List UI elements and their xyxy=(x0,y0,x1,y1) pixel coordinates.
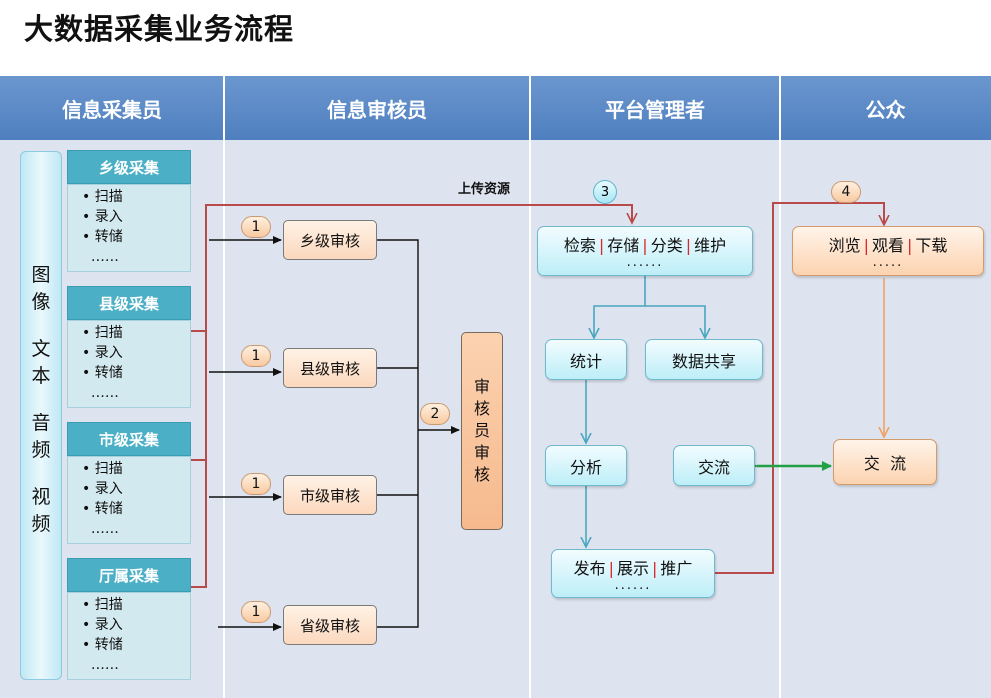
step-number-badge: 2 xyxy=(420,403,450,425)
collect-group-body: • 扫描 • 录入 • 转储 …… xyxy=(67,456,191,544)
collect-item: • 扫描 xyxy=(82,325,123,341)
media-char: 频 xyxy=(31,439,51,461)
collect-item: • 转储 xyxy=(82,501,123,517)
browse-box: 浏览|观看|下载 ..... xyxy=(792,226,984,276)
collect-item: • 转储 xyxy=(82,637,123,653)
review-box: 市级审核 xyxy=(283,475,377,515)
review-box: 省级审核 xyxy=(283,605,377,645)
review-box: 乡级审核 xyxy=(283,220,377,260)
data-share-box: 数据共享 xyxy=(645,339,763,380)
collect-group-title: 乡级采集 xyxy=(67,150,191,184)
step-number-badge: 1 xyxy=(241,345,271,367)
analysis-box: 分析 xyxy=(545,445,627,486)
collect-group-body: • 扫描 • 录入 • 转储 …… xyxy=(67,320,191,408)
collect-item: • 转储 xyxy=(82,365,123,381)
media-types-column: 图 像 文 本 音 频 视 频 xyxy=(20,151,62,680)
review-merge-lines xyxy=(377,239,460,628)
review-input-arrows xyxy=(209,236,282,631)
step-number-badge: 1 xyxy=(241,473,271,495)
media-char: 像 xyxy=(31,291,51,313)
lane-divider xyxy=(779,76,781,698)
collect-item: • 扫描 xyxy=(82,597,123,613)
lane-header-reviewer: 信息审核员 xyxy=(224,76,530,140)
platform-exchange-box: 交流 xyxy=(673,445,755,486)
media-char: 音 xyxy=(31,412,51,434)
media-char: 本 xyxy=(31,365,51,387)
collect-group-body: • 扫描 • 录入 • 转储 …… xyxy=(67,184,191,272)
collect-group-title: 县级采集 xyxy=(67,286,191,320)
collect-group-title: 厅属采集 xyxy=(67,558,191,592)
page-title: 大数据采集业务流程 xyxy=(24,12,295,46)
collect-item: …… xyxy=(90,521,119,537)
auditor-review-box: 审 核 员 审 核 xyxy=(461,332,503,530)
collect-item: • 录入 xyxy=(82,617,123,633)
media-char: 视 xyxy=(31,486,51,508)
lane-header-public: 公众 xyxy=(780,76,991,140)
collect-item: • 扫描 xyxy=(82,461,123,477)
lane-header-collector: 信息采集员 xyxy=(0,76,224,140)
upload-connector xyxy=(191,204,632,588)
collect-item: • 转储 xyxy=(82,229,123,245)
stats-box: 统计 xyxy=(545,339,627,380)
step-number-badge: 1 xyxy=(241,216,271,238)
collect-item: …… xyxy=(90,249,119,265)
media-char: 文 xyxy=(31,338,51,360)
step-number-badge: 4 xyxy=(831,181,861,203)
collect-item: • 录入 xyxy=(82,209,123,225)
upload-label: 上传资源 xyxy=(458,182,511,197)
lane-divider xyxy=(529,76,531,698)
collect-item: …… xyxy=(90,385,119,401)
media-char: 频 xyxy=(31,513,51,535)
platform-arrows xyxy=(586,276,705,546)
collect-item: • 录入 xyxy=(82,481,123,497)
collect-group-title: 市级采集 xyxy=(67,422,191,456)
collect-item: • 扫描 xyxy=(82,189,123,205)
step-number-badge: 3 xyxy=(593,180,617,204)
step-number-badge: 1 xyxy=(241,601,271,623)
collect-item: …… xyxy=(90,657,119,673)
review-box: 县级审核 xyxy=(283,348,377,388)
lane-header-platform: 平台管理者 xyxy=(530,76,780,140)
lane-divider xyxy=(223,76,225,698)
manage-box: 检索|存储|分类|维护 ...... xyxy=(537,226,753,276)
publish-to-public-connector xyxy=(714,202,884,574)
public-exchange-box: 交 流 xyxy=(833,439,937,485)
collect-group-body: • 扫描 • 录入 • 转储 …… xyxy=(67,592,191,680)
publish-box: 发布|展示|推广 ...... xyxy=(551,549,715,598)
collect-item: • 录入 xyxy=(82,345,123,361)
media-char: 图 xyxy=(31,264,51,286)
